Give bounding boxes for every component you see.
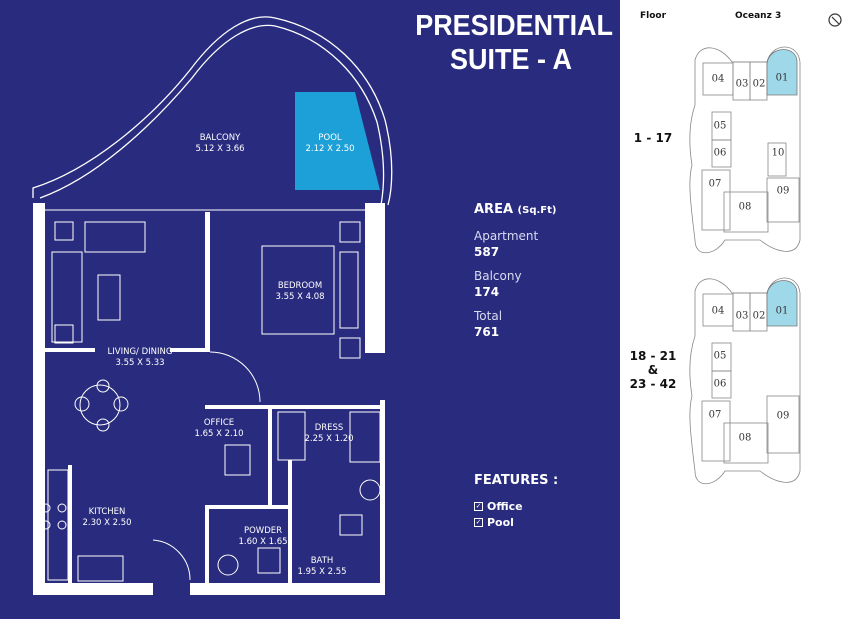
key-plan-panel: Floor Oceanz 3 1 - 17 18 - 21 & 23 - 42 … (620, 0, 853, 619)
unit-06[interactable]: 06 (713, 378, 727, 390)
checkbox-icon: ✓ (474, 518, 483, 527)
unit-04[interactable]: 04 (711, 73, 725, 85)
title-line-2: SUITE - A (450, 44, 572, 76)
room-name: BALCONY (199, 133, 241, 143)
room-dims: 2.30 X 2.50 (82, 518, 132, 528)
room-name: KITCHEN (88, 507, 126, 517)
floor-label: Floor (640, 11, 667, 21)
room-dims: 1.65 X 2.10 (194, 429, 244, 439)
feature-label: Pool (487, 516, 514, 529)
apartment-label: Apartment (474, 229, 539, 243)
room-dims: 3.55 X 5.33 (115, 358, 165, 368)
balcony-outline (32, 16, 393, 206)
feature-label: Office (487, 500, 523, 513)
area-heading: AREA (Sq.Ft) (474, 202, 556, 217)
floor-range-2: 18 - 21 & 23 - 42 (629, 349, 677, 391)
total-value: 761 (474, 325, 500, 339)
area-heading-text: AREA (474, 202, 514, 217)
unit-08[interactable]: 08 (738, 432, 752, 444)
room-dims: 5.12 X 3.66 (195, 144, 245, 154)
page-title: PRESIDENTIAL SUITE - A (415, 9, 614, 77)
balcony-value: 174 (474, 285, 500, 299)
room-name: BATH (310, 556, 334, 566)
feature-pool: ✓ Pool (474, 516, 558, 529)
title-line-1: PRESIDENTIAL (415, 10, 614, 42)
feature-office: ✓ Office (474, 500, 558, 513)
unit-06[interactable]: 06 (713, 147, 727, 159)
checkbox-icon: ✓ (474, 502, 483, 511)
room-dims: 2.12 X 2.50 (305, 144, 355, 154)
area-section: AREA (Sq.Ft) Apartment 587 Balcony 174 T… (474, 202, 556, 339)
room-dims: 1.95 X 2.55 (297, 567, 347, 577)
compass-icon (828, 13, 842, 27)
apartment-value: 587 (474, 245, 500, 259)
selected-unit-01-block-2 (766, 280, 798, 327)
unit-04[interactable]: 04 (711, 305, 725, 317)
unit-01-selected[interactable]: 01 (775, 72, 789, 84)
features-section: FEATURES : ✓ Office ✓ Pool (474, 473, 558, 529)
unit-07[interactable]: 07 (708, 178, 722, 190)
room-name: BEDROOM (277, 281, 323, 291)
unit-05[interactable]: 05 (713, 350, 727, 362)
floor-range-1: 1 - 17 (633, 131, 673, 145)
unit-08[interactable]: 08 (738, 201, 752, 213)
room-dims: 2.25 X 1.20 (304, 434, 354, 444)
room-name: POOL (318, 133, 342, 143)
unit-02[interactable]: 02 (752, 310, 766, 322)
unit-05[interactable]: 05 (713, 120, 727, 132)
selected-unit-01-block-1 (766, 49, 798, 96)
room-dims: 1.60 X 1.65 (238, 537, 288, 547)
unit-03[interactable]: 03 (735, 78, 749, 90)
unit-09[interactable]: 09 (776, 410, 790, 422)
unit-09[interactable]: 09 (776, 185, 790, 197)
floor-plan-drawing (32, 16, 393, 595)
unit-03[interactable]: 03 (735, 310, 749, 322)
building-name: Oceanz 3 (735, 11, 782, 21)
room-name: POWDER (243, 526, 283, 536)
unit-01-selected[interactable]: 01 (775, 305, 789, 317)
room-dims: 3.55 X 4.08 (275, 292, 325, 302)
unit-10[interactable]: 10 (771, 147, 785, 159)
pool (295, 92, 380, 190)
features-heading: FEATURES : (474, 473, 559, 488)
area-unit: (Sq.Ft) (517, 205, 557, 216)
balcony-label: Balcony (474, 269, 522, 283)
room-name: LIVING/ DINING (107, 347, 173, 357)
unit-07[interactable]: 07 (708, 409, 722, 421)
room-name: OFFICE (203, 418, 235, 428)
total-label: Total (474, 309, 503, 323)
room-name: DRESS (314, 423, 344, 433)
key-plan-drawing (689, 46, 801, 485)
unit-02[interactable]: 02 (752, 78, 766, 90)
